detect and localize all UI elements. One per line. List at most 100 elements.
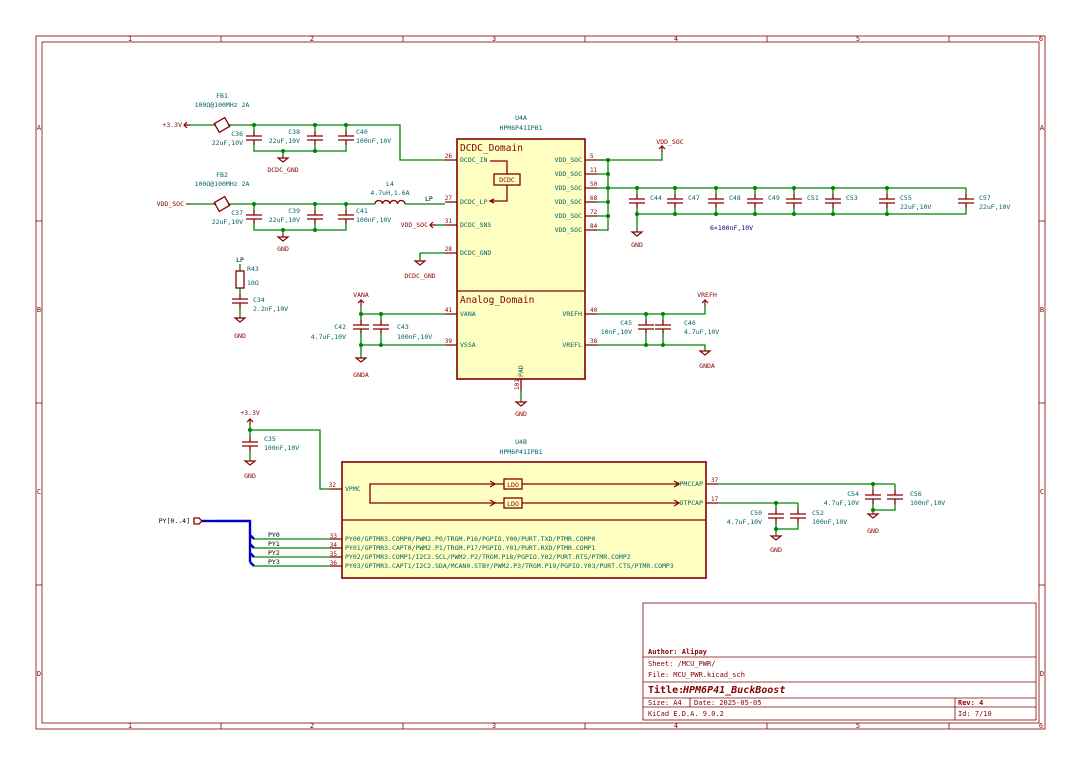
c54-ref: C54: [847, 490, 859, 498]
power-p3v3-fb1: +3.3V: [162, 121, 182, 129]
c34-value: 2.2nF,10V: [253, 305, 288, 313]
frame-zone-ticks: [36, 36, 1045, 729]
power-gnda-left: GNDA: [353, 371, 369, 379]
u4b-symbol[interactable]: U4B HPM6P41IPB1 VPMC 32 VPMCCAP 37 OTPCA…: [329, 438, 719, 579]
label-py3: PY3: [268, 558, 280, 566]
u4a-pin-vdd-soc-5: VDD_SOC: [555, 156, 582, 164]
tb-rev: Rev: 4: [958, 699, 983, 707]
c35-value: 100nF,10V: [264, 444, 299, 452]
u4a-pinnum-101: 101: [514, 379, 521, 390]
frame-row-a: A: [37, 124, 42, 132]
drawing-frame: 1 2 3 4 5 6 1 2 3 4 5 6 A B C D A B C D: [35, 35, 1046, 730]
frame-col-1-bottom: 1: [128, 722, 132, 730]
u4b-pinnum-32: 32: [329, 482, 337, 489]
tb-sheet: Sheet: /MCU_PWR/: [648, 660, 715, 668]
u4b-pinnum-33: 33: [330, 533, 338, 540]
r43-symbol[interactable]: [235, 270, 245, 289]
frame-col-6-bottom: 6: [1039, 722, 1043, 730]
c46-value: 4.7uF,10V: [684, 328, 719, 336]
cap-c53: [825, 194, 841, 208]
u4a-dcdc-box: DCDC: [499, 176, 515, 184]
frame-row-c-right: C: [1040, 488, 1044, 496]
component-labels: FB1 100Ω@100MHz 2A FB2 100Ω@100MHz 2A C3…: [195, 92, 1011, 526]
cap-c40: [338, 131, 354, 145]
frame-col-1: 1: [128, 35, 132, 43]
fb1-symbol[interactable]: [213, 116, 231, 134]
frame-row-c: C: [37, 488, 41, 496]
cap-c50: [768, 509, 784, 523]
label-lp-r43: LP: [236, 256, 244, 264]
cap-c51: [786, 194, 802, 208]
u4a-pin-vdd-soc-11: VDD_SOC: [555, 170, 582, 178]
frame-row-d: D: [37, 670, 41, 678]
u4a-pinnum-5: 5: [590, 153, 594, 160]
tb-tool: KiCad E.D.A. 9.0.2: [648, 710, 724, 718]
frame-col-6: 6: [1039, 35, 1043, 43]
u4b-pin-py02: PY02/GPTMR3.COMP1/I2C2.SCL/PWM2.P2/TRGM.…: [345, 553, 631, 561]
frame-col-2: 2: [310, 35, 314, 43]
r43-value: 10Ω: [247, 279, 259, 287]
c38-ref: C38: [288, 128, 300, 136]
u4a-pin-dcdc-in: DCDC_IN: [460, 156, 487, 164]
c40-ref: C40: [356, 128, 368, 136]
c47-ref: C47: [688, 194, 700, 202]
r43-ref: R43: [247, 265, 259, 273]
u4b-pinnum-34: 34: [330, 542, 338, 549]
frame-row-b: B: [37, 306, 41, 314]
l4-symbol[interactable]: [374, 199, 406, 205]
u4a-pin-vdd-soc-72: VDD_SOC: [555, 212, 582, 220]
py-bus: [216, 519, 266, 567]
cap-c34: [232, 294, 248, 309]
c52-ref: C52: [812, 509, 824, 517]
c42-value: 4.7uF,10V: [311, 333, 346, 341]
cap-c43: [373, 320, 389, 333]
u4a-pin-vdd-soc-50: VDD_SOC: [555, 184, 582, 192]
c39-ref: C39: [288, 207, 300, 215]
frame-col-3-bottom: 3: [492, 722, 496, 730]
py-bus-port: [193, 517, 203, 525]
c38-value: 22uF,10V: [269, 137, 300, 145]
c36-ref: C36: [231, 130, 243, 138]
c37-ref: C37: [231, 209, 243, 217]
fb1-value: 100Ω@100MHz 2A: [195, 101, 250, 109]
tb-id: Id: 7/10: [958, 710, 992, 718]
power-vdd-soc-sns: VDD_SOC: [401, 221, 428, 229]
u4a-pinnum-31: 31: [445, 218, 453, 225]
tb-title: HPM6P41_BuckBoost: [682, 685, 785, 696]
cap-c35: [242, 437, 258, 451]
fb2-ref: FB2: [216, 171, 228, 179]
cap-c47: [667, 194, 683, 208]
power-dcdc-gnd-2: DCDC_GND: [404, 272, 435, 280]
fb2-symbol[interactable]: [213, 195, 231, 213]
cap-c38: [307, 131, 323, 145]
u4b-ldo-1: LDO: [507, 481, 519, 489]
u4b-ldo-2: LDO: [507, 500, 519, 508]
u4a-symbol[interactable]: DCDC_Domain Analog_Domain U4A HPM6P41IPB…: [445, 114, 598, 391]
c43-value: 100nF,10V: [397, 333, 432, 341]
c56-value: 100nF,10V: [910, 499, 945, 507]
label-py2: PY2: [268, 549, 280, 557]
u4b-pin-py01: PY01/GPTMR3.CAPT0/PWM2.P1/TRGM.P17/PGPIO…: [345, 544, 596, 552]
c50-value: 4.7uF,10V: [727, 518, 762, 526]
c44-ref: C44: [650, 194, 662, 202]
u4b-pinnum-35: 35: [330, 551, 338, 558]
c41-ref: C41: [356, 207, 368, 215]
cap-c48: [708, 194, 724, 208]
cap-c44: [629, 194, 645, 208]
label-lp-l4: LP: [425, 195, 433, 203]
cap-c42: [353, 320, 369, 333]
power-gnda-right: GNDA: [699, 362, 715, 370]
c57-ref: C57: [979, 194, 991, 202]
l4-ref: L4: [386, 180, 394, 188]
cap-c52: [790, 509, 806, 523]
cap-c54: [865, 490, 881, 504]
tb-file: File: MCU_PWR.kicad_sch: [648, 671, 745, 679]
power-p3v3-c35: +3.3V: [240, 409, 260, 417]
power-symbols: +3.3V VDD_SOC DCDC_GND GND VDD_SOC DCDC_…: [157, 121, 880, 554]
u4a-pin-pad: PAD: [517, 365, 525, 377]
power-gnd-c35: GND: [244, 472, 256, 480]
u4a-pinnum-84: 84: [590, 223, 598, 230]
capacitor-symbols: [232, 131, 974, 523]
fb2-value: 100Ω@100MHz 2A: [195, 180, 250, 188]
